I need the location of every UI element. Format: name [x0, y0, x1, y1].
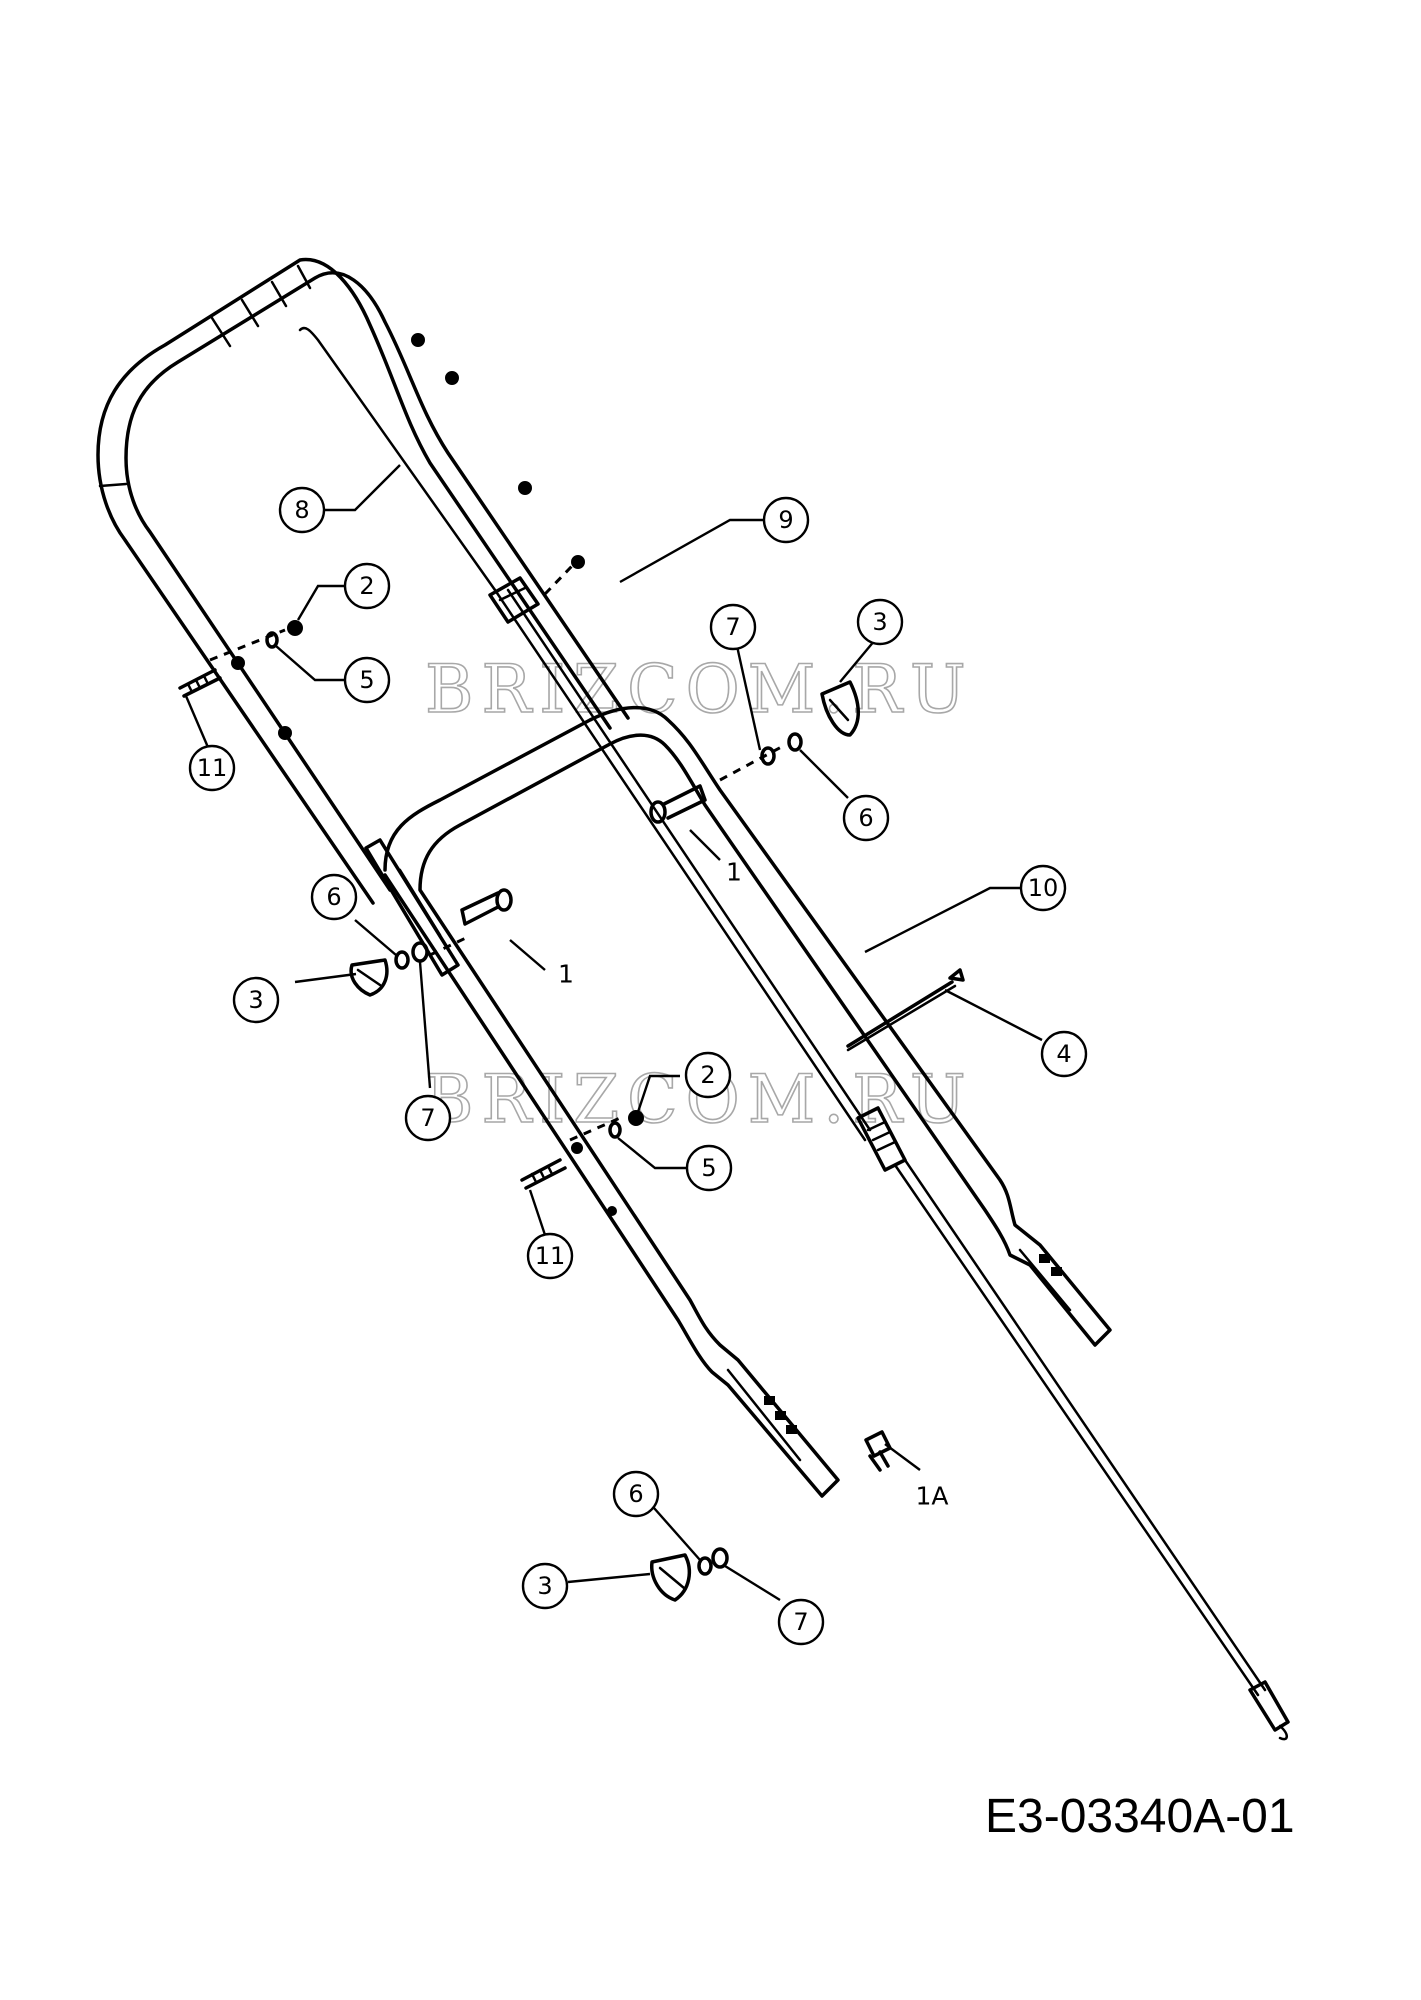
callout-9: 9 [762, 496, 810, 544]
washer-bottom-7 [711, 1547, 729, 1569]
drawing-number: E3-03340A-01 [985, 1790, 1295, 1843]
svg-text:3: 3 [537, 1572, 552, 1600]
label-1-upper: 1 [726, 858, 742, 887]
svg-text:2: 2 [359, 572, 374, 600]
svg-text:2: 2 [700, 1061, 715, 1089]
callout-6-upper: 6 [842, 794, 890, 842]
callout-7-middle: 7 [404, 1094, 452, 1142]
assembly-line-lower-left [429, 934, 471, 957]
washer-upper-7 [760, 746, 776, 766]
callout-7-upper: 7 [709, 603, 757, 651]
watermark-upper: BRIZCOM.RU [425, 651, 974, 728]
label-1-lower: 1 [558, 960, 574, 989]
callout-7-bottom: 7 [777, 1598, 825, 1646]
knob-bottom [650, 1553, 692, 1602]
nut-lower-2 [628, 1110, 644, 1126]
cable-tie [846, 968, 965, 1052]
svg-text:7: 7 [725, 613, 740, 641]
label-1a: 1A [915, 1482, 948, 1511]
callout-6-bottom: 6 [612, 1470, 660, 1518]
washer-lower-5 [608, 1121, 622, 1139]
assembly-line-lower-mid [569, 1116, 621, 1142]
callout-2-upper: 2 [343, 562, 391, 610]
svg-text:5: 5 [359, 666, 374, 694]
nut-upper-2 [287, 620, 303, 636]
washer-upper-5 [265, 631, 279, 649]
svg-text:6: 6 [326, 883, 341, 911]
svg-text:4: 4 [1056, 1040, 1071, 1068]
upper-handle [96, 257, 630, 905]
callout-8: 8 [278, 486, 326, 534]
assembly-line-upper-right [719, 743, 786, 782]
callout-3-upper: 3 [856, 598, 904, 646]
left-bracket [364, 838, 460, 977]
callout-4: 4 [1040, 1030, 1088, 1078]
callout-3-middle: 3 [232, 976, 280, 1024]
screw-upper-11 [178, 668, 222, 698]
svg-text:7: 7 [420, 1104, 435, 1132]
callout-5-lower: 5 [685, 1144, 733, 1192]
svg-text:8: 8 [294, 496, 309, 524]
lower-handle [383, 705, 1112, 1498]
svg-text:6: 6 [858, 804, 873, 832]
assembly-line-upper-left [209, 628, 286, 662]
washer-middle-7 [411, 941, 429, 963]
callout-3-bottom: 3 [521, 1562, 569, 1610]
washer-upper-6 [787, 732, 803, 752]
callout-2-lower: 2 [684, 1051, 732, 1099]
svg-text:5: 5 [701, 1154, 716, 1182]
svg-text:10: 10 [1028, 874, 1059, 902]
svg-text:7: 7 [793, 1608, 808, 1636]
svg-text:11: 11 [197, 754, 228, 782]
callout-5-upper: 5 [343, 656, 391, 704]
control-cable [298, 326, 1290, 1741]
callout-11-lower: 11 [526, 1232, 574, 1280]
callout-6-middle: 6 [310, 873, 358, 921]
knob-middle-left [349, 958, 389, 997]
svg-text:3: 3 [872, 608, 887, 636]
bolt-1a [864, 1430, 892, 1472]
knob-upper-right [820, 680, 860, 737]
callout-10: 10 [1019, 864, 1067, 912]
callout-11-upper: 11 [188, 744, 236, 792]
assembly-line-clip [543, 564, 574, 596]
svg-text:6: 6 [628, 1480, 643, 1508]
svg-text:3: 3 [248, 986, 263, 1014]
svg-text:11: 11 [535, 1242, 566, 1270]
carriage-bolt-lower [460, 888, 513, 926]
washer-bottom-6 [697, 1556, 713, 1576]
screw-lower-11 [520, 1158, 567, 1190]
carriage-bolt-upper [649, 784, 707, 824]
washer-middle-6 [394, 950, 410, 970]
svg-text:9: 9 [778, 506, 793, 534]
leader-lines [184, 464, 1043, 1602]
